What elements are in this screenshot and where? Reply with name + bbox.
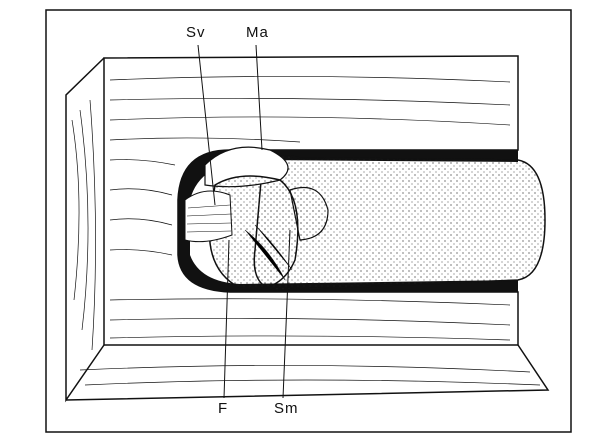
label-ma: Ma [246, 24, 269, 41]
label-sv: Sv [186, 24, 206, 41]
striated-lobe [184, 190, 233, 243]
striations [186, 204, 293, 281]
label-f: F [218, 400, 229, 417]
frame-border [45, 9, 572, 433]
label-sm: Sm [274, 400, 299, 417]
head-lobe [208, 175, 299, 290]
leader-lines [197, 44, 291, 399]
side-lobe [289, 186, 329, 241]
